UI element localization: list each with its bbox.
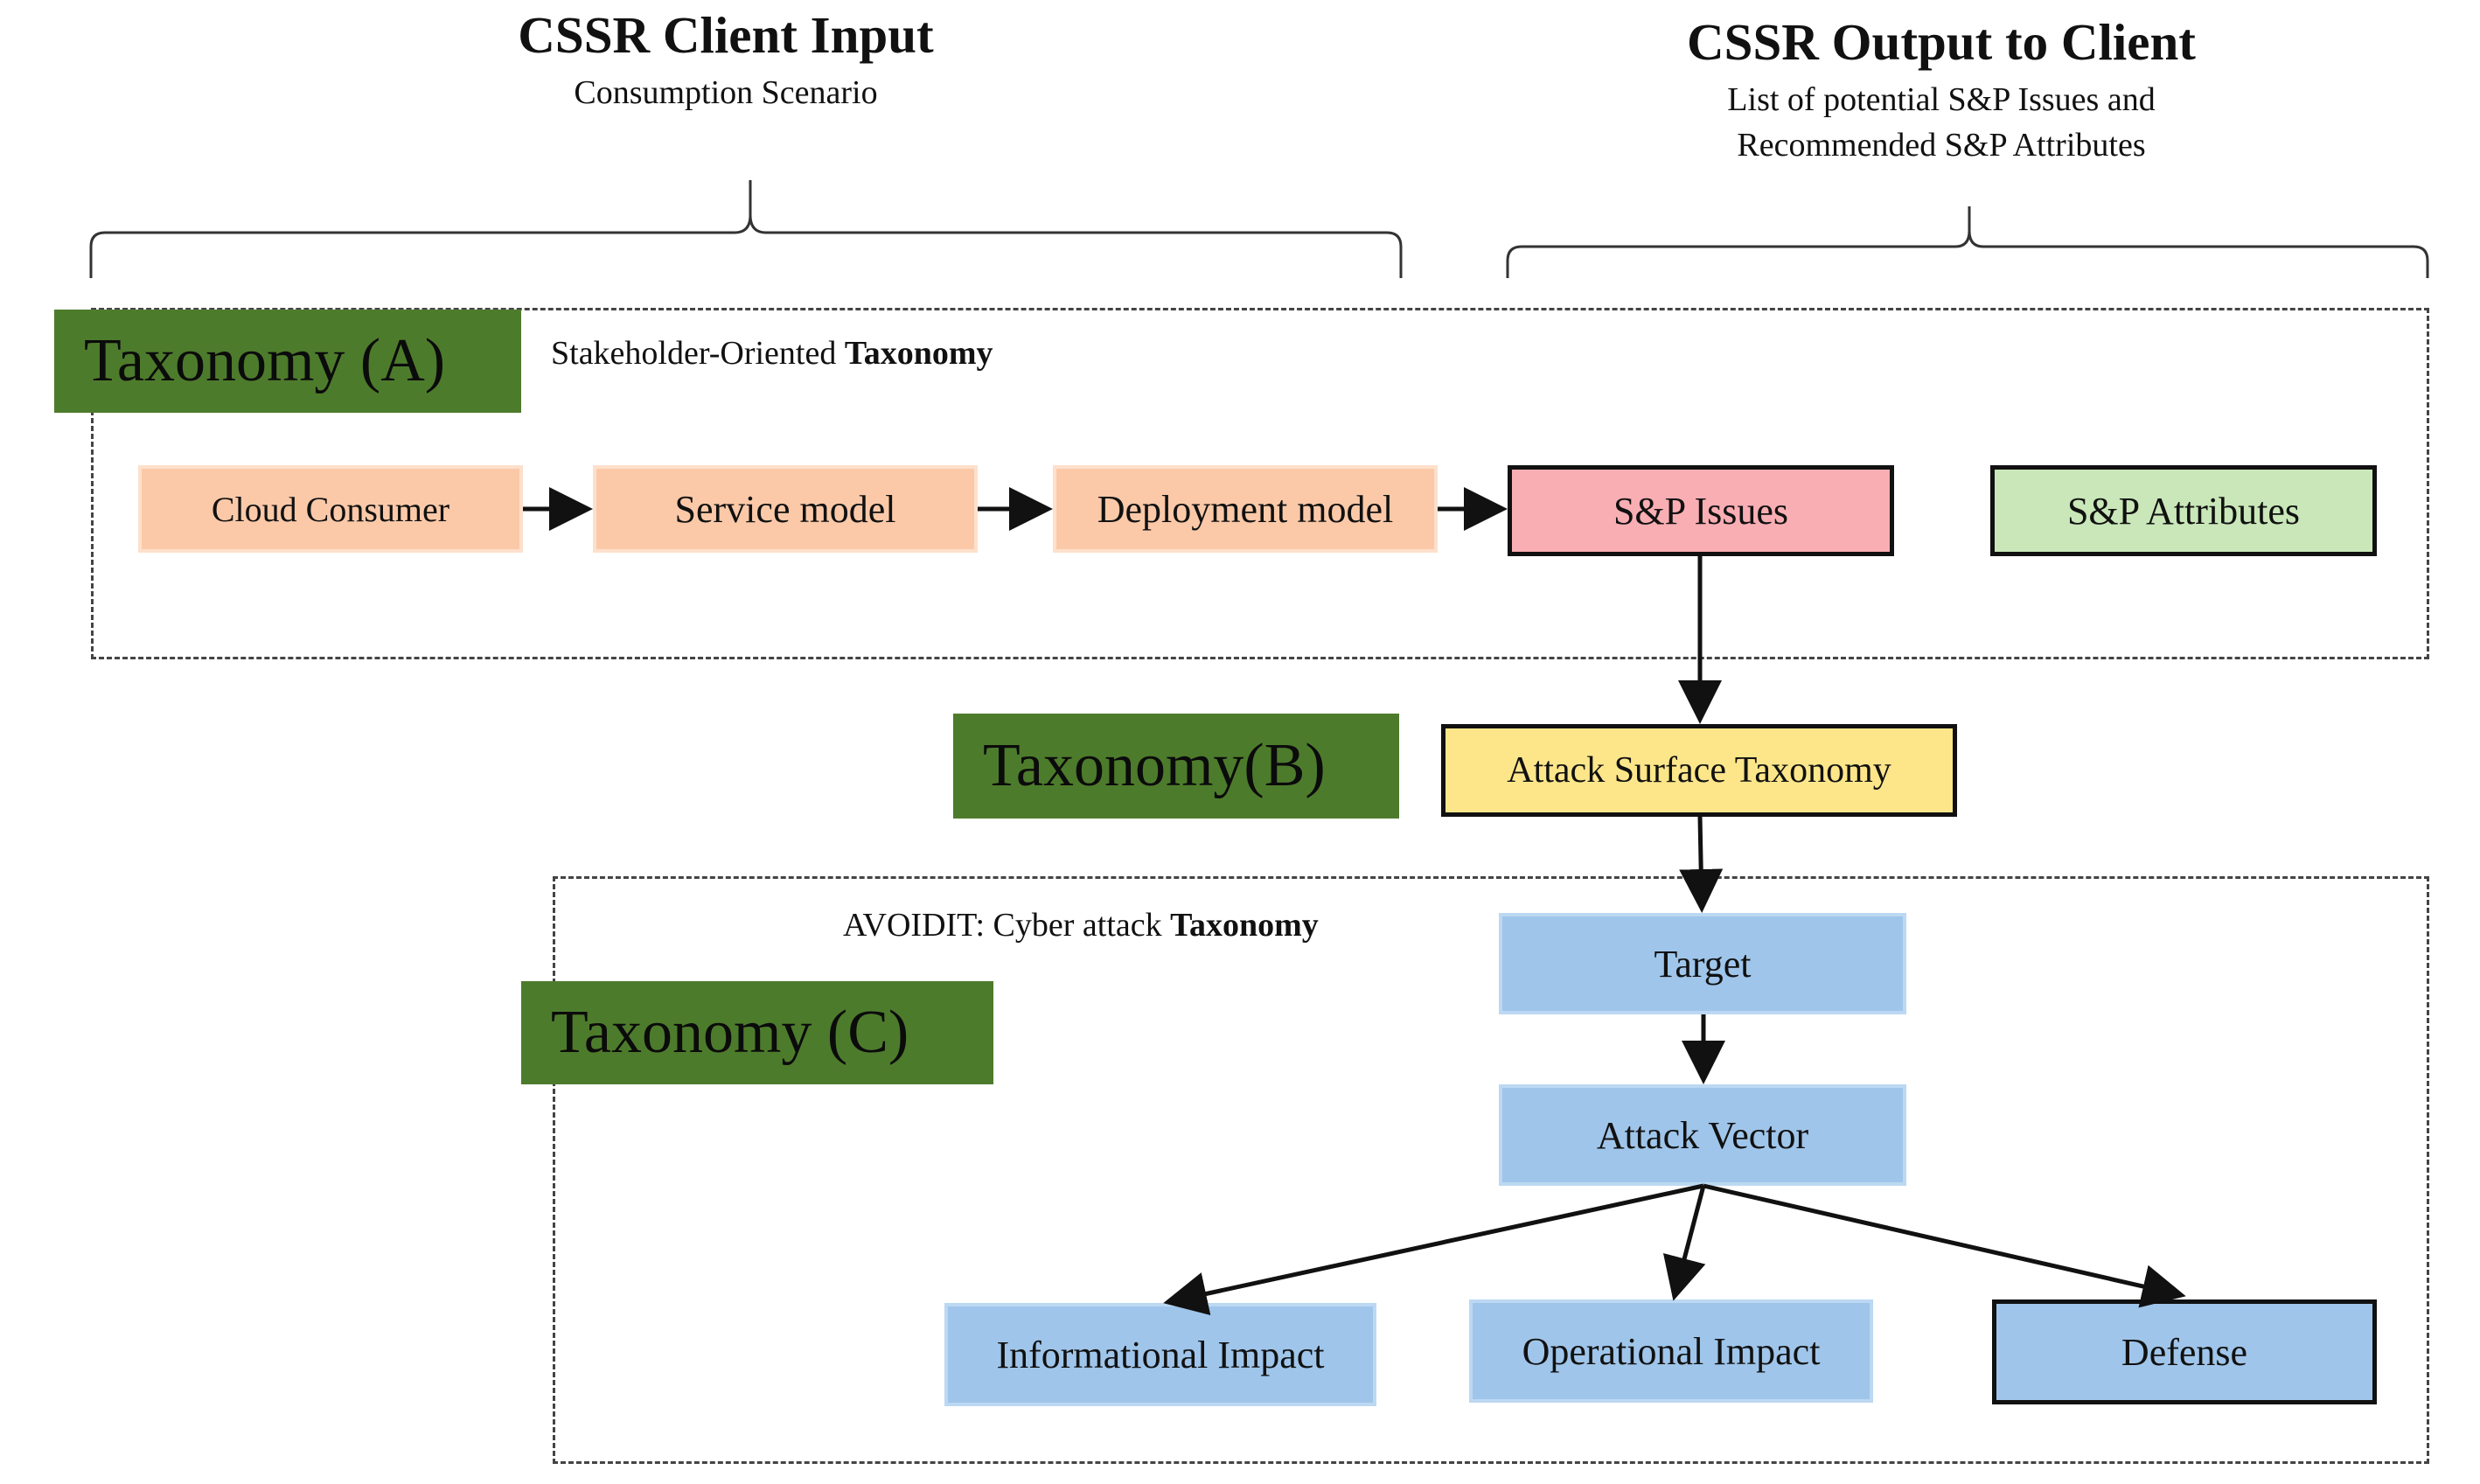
target-node: Target xyxy=(1499,913,1906,1014)
client-output-subtitle-line1: List of potential S&P Issues and xyxy=(1727,81,2156,118)
arrow-vector-to-defense xyxy=(1703,1183,2186,1308)
deployment-model-node: Deployment model xyxy=(1053,465,1438,553)
client-input-subtitle: Consumption Scenario xyxy=(574,74,878,111)
arrow-vector-to-informational xyxy=(1163,1183,1704,1315)
target-label: Target xyxy=(1654,942,1752,986)
client-output-brace xyxy=(1506,206,2429,278)
attack-surface-taxonomy-node: Attack Surface Taxonomy xyxy=(1441,724,1957,817)
attack-vector-label: Attack Vector xyxy=(1596,1113,1809,1157)
arrow-attack-surface-to-target xyxy=(1679,816,1724,913)
client-input-brace xyxy=(89,180,1403,278)
sp-attributes-label: S&P Attributes xyxy=(2066,489,2301,533)
sp-attributes-node: S&P Attributes xyxy=(1990,465,2377,556)
taxonomy-a-caption: Stakeholder-Oriented Taxonomy xyxy=(551,334,993,373)
defense-label: Defense xyxy=(2121,1330,2248,1374)
taxonomy-b-badge: Taxonomy(B) xyxy=(953,714,1399,819)
taxonomy-a-caption-bold: Taxonomy xyxy=(844,335,993,372)
service-model-node: Service model xyxy=(593,465,978,553)
cloud-consumer-node: Cloud Consumer xyxy=(138,465,523,553)
sp-issues-label: S&P Issues xyxy=(1613,489,1789,533)
taxonomy-c-badge: Taxonomy (C) xyxy=(521,981,993,1084)
taxonomy-a-frame xyxy=(91,308,2429,659)
informational-impact-label: Informational Impact xyxy=(996,1333,1325,1376)
taxonomy-c-caption-bold: Taxonomy xyxy=(1170,907,1319,944)
client-output-subtitle-line2: Recommended S&P Attributes xyxy=(1737,127,2146,164)
operational-impact-node: Operational Impact xyxy=(1469,1299,1873,1403)
informational-impact-node: Informational Impact xyxy=(944,1303,1376,1406)
operational-impact-label: Operational Impact xyxy=(1522,1329,1821,1373)
deployment-model-label: Deployment model xyxy=(1097,487,1394,531)
cloud-consumer-label: Cloud Consumer xyxy=(211,489,450,529)
sp-issues-node: S&P Issues xyxy=(1508,465,1894,556)
arrow-vector-to-operational xyxy=(1662,1185,1706,1301)
taxonomy-a-badge: Taxonomy (A) xyxy=(54,310,521,413)
attack-surface-taxonomy-label: Attack Surface Taxonomy xyxy=(1507,750,1891,791)
client-output-title: CSSR Output to Client xyxy=(1687,13,2196,71)
client-input-title: CSSR Client Input xyxy=(518,6,934,64)
taxonomy-c-frame xyxy=(553,876,2429,1464)
taxonomy-c-caption-prefix: AVOIDIT: Cyber attack xyxy=(843,907,1171,944)
taxonomy-a-caption-prefix: Stakeholder-Oriented xyxy=(551,335,845,372)
defense-node: Defense xyxy=(1992,1299,2377,1404)
service-model-label: Service model xyxy=(674,487,896,531)
taxonomy-c-caption: AVOIDIT: Cyber attack Taxonomy xyxy=(843,906,1319,944)
